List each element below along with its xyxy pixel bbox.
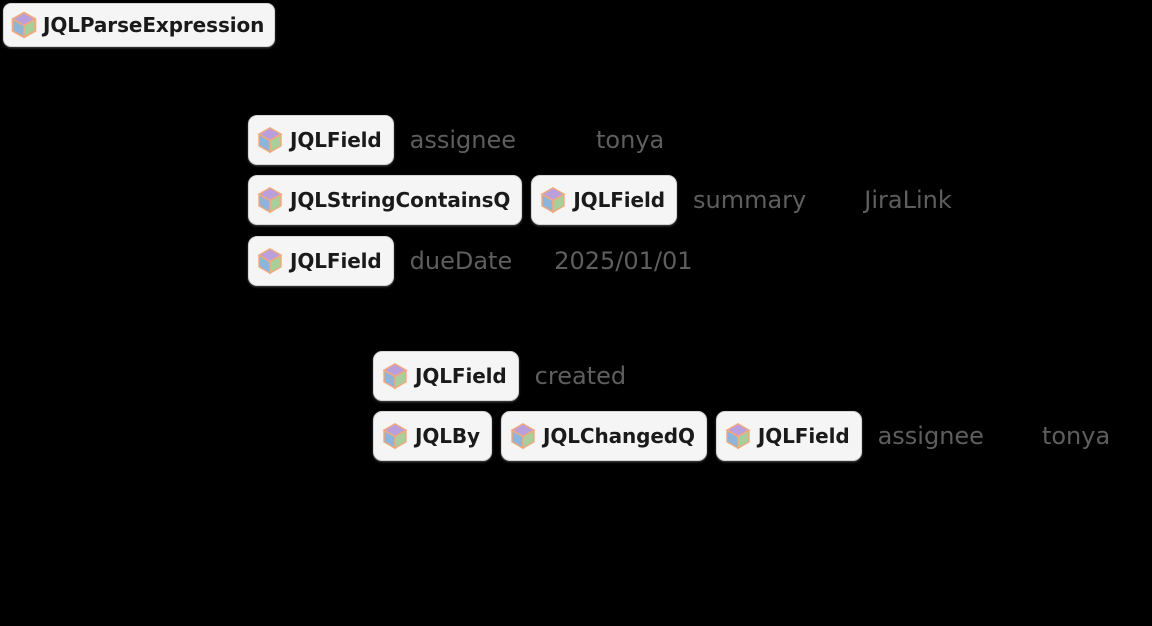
symbol-pill-jqlstringcontainsq[interactable]: JQLStringContainsQ	[248, 175, 523, 225]
argument-text: tonya	[1041, 422, 1111, 450]
argument-text: created	[534, 362, 627, 390]
cube-icon	[11, 11, 37, 39]
symbol-pill-jqlfield[interactable]: JQLField	[531, 175, 677, 225]
symbol-label: JQLField	[757, 424, 850, 448]
expression-row-2: JQLStringContainsQ JQLField summary Jira…	[248, 175, 952, 225]
cube-icon	[382, 422, 408, 450]
symbol-label: JQLField	[415, 364, 507, 388]
symbol-label: JQLBy	[415, 424, 480, 448]
header-row: JQLParseExpression	[3, 3, 276, 47]
expression-row-1: JQLField assignee tonya	[248, 115, 664, 165]
argument-text: summary	[693, 186, 807, 214]
symbol-pill-jqlfield[interactable]: JQLField	[715, 411, 862, 461]
argument-text: 2025/01/01	[554, 247, 693, 275]
expression-row-5: JQLBy JQLChangedQ JQLField	[373, 411, 1110, 461]
symbol-label: JQLField	[290, 249, 382, 273]
argument-text: tonya	[596, 126, 665, 154]
cube-icon	[382, 362, 408, 390]
cube-icon	[257, 186, 283, 214]
symbol-label: JQLStringContainsQ	[290, 188, 511, 212]
cube-icon	[510, 422, 536, 450]
expression-row-4: JQLField created	[373, 351, 626, 401]
cube-icon	[540, 186, 566, 214]
symbol-pill-jqlby[interactable]: JQLBy	[373, 411, 492, 461]
symbol-pill-jqlchangedq[interactable]: JQLChangedQ	[500, 411, 707, 461]
cube-icon	[725, 422, 751, 450]
symbol-pill-jqlparseexpression[interactable]: JQLParseExpression	[3, 3, 276, 47]
argument-text: assignee	[877, 422, 984, 450]
symbol-label: JQLField	[573, 188, 665, 212]
symbol-pill-jqlfield[interactable]: JQLField	[248, 115, 394, 165]
argument-text: assignee	[409, 126, 517, 154]
symbol-label: JQLField	[290, 128, 382, 152]
cube-icon	[257, 126, 283, 154]
symbol-label: JQLParseExpression	[43, 13, 265, 37]
cube-icon	[257, 247, 283, 275]
symbol-label: JQLChangedQ	[542, 424, 695, 448]
argument-text: JiraLink	[864, 186, 952, 214]
expression-row-3: JQLField dueDate 2025/01/01	[248, 236, 693, 286]
symbol-pill-jqlfield[interactable]: JQLField	[373, 351, 519, 401]
argument-text: dueDate	[409, 247, 513, 275]
symbol-pill-jqlfield[interactable]: JQLField	[248, 236, 394, 286]
